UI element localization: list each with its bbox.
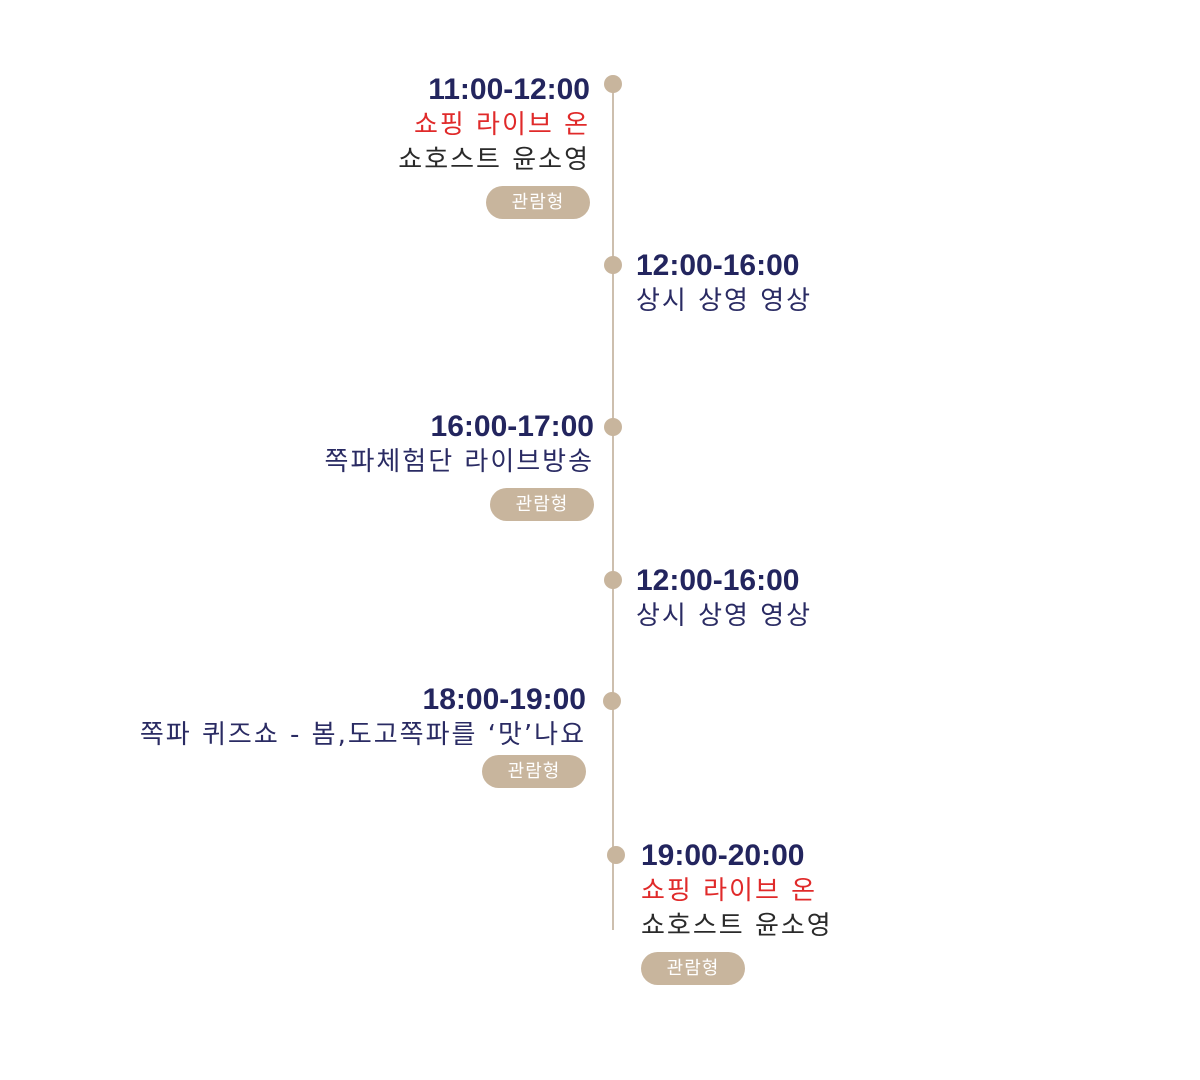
- schedule-time: 11:00-12:00: [428, 73, 590, 106]
- schedule-item: 12:00-16:00 상시 상영 영상: [636, 563, 1176, 634]
- schedule-title: 쇼핑 라이브 온: [413, 110, 590, 140]
- schedule-item: 16:00-17:00 쪽파체험단 라이브방송 관람형: [54, 409, 594, 521]
- schedule-title: 쪽파체험단 라이브방송: [324, 447, 594, 477]
- schedule-title: 상시 상영 영상: [636, 601, 813, 631]
- timeline-dot: [604, 571, 622, 589]
- audience-badge: 관람형: [482, 755, 586, 788]
- schedule-title: 쇼핑 라이브 온: [641, 876, 818, 906]
- schedule-host: 쇼호스트 윤소영: [641, 911, 833, 941]
- schedule-time: 19:00-20:00: [641, 839, 805, 872]
- schedule-time: 16:00-17:00: [430, 410, 594, 443]
- timeline-line: [612, 84, 614, 930]
- schedule-item: 19:00-20:00 쇼핑 라이브 온 쇼호스트 윤소영 관람형: [641, 838, 1181, 985]
- schedule-host: 쇼호스트 윤소영: [398, 145, 590, 175]
- timeline-dot: [607, 846, 625, 864]
- schedule-title: 상시 상영 영상: [636, 286, 813, 316]
- timeline-dot: [604, 256, 622, 274]
- audience-badge: 관람형: [486, 186, 590, 219]
- schedule-title: 쪽파 퀴즈쇼 - 봄,도고쪽파를 ‘맛’나요: [139, 720, 586, 750]
- schedule-item: 12:00-16:00 상시 상영 영상: [636, 248, 1176, 319]
- timeline-dot: [604, 418, 622, 436]
- schedule-item: 11:00-12:00 쇼핑 라이브 온 쇼호스트 윤소영 관람형: [50, 72, 590, 219]
- timeline-dot: [604, 75, 622, 93]
- schedule-time: 12:00-16:00: [636, 564, 800, 597]
- schedule-item: 18:00-19:00 쪽파 퀴즈쇼 - 봄,도고쪽파를 ‘맛’나요 관람형: [46, 682, 586, 788]
- timeline-dot: [603, 692, 621, 710]
- schedule-time: 18:00-19:00: [422, 683, 586, 716]
- audience-badge: 관람형: [641, 952, 745, 985]
- schedule-time: 12:00-16:00: [636, 249, 800, 282]
- audience-badge: 관람형: [490, 488, 594, 521]
